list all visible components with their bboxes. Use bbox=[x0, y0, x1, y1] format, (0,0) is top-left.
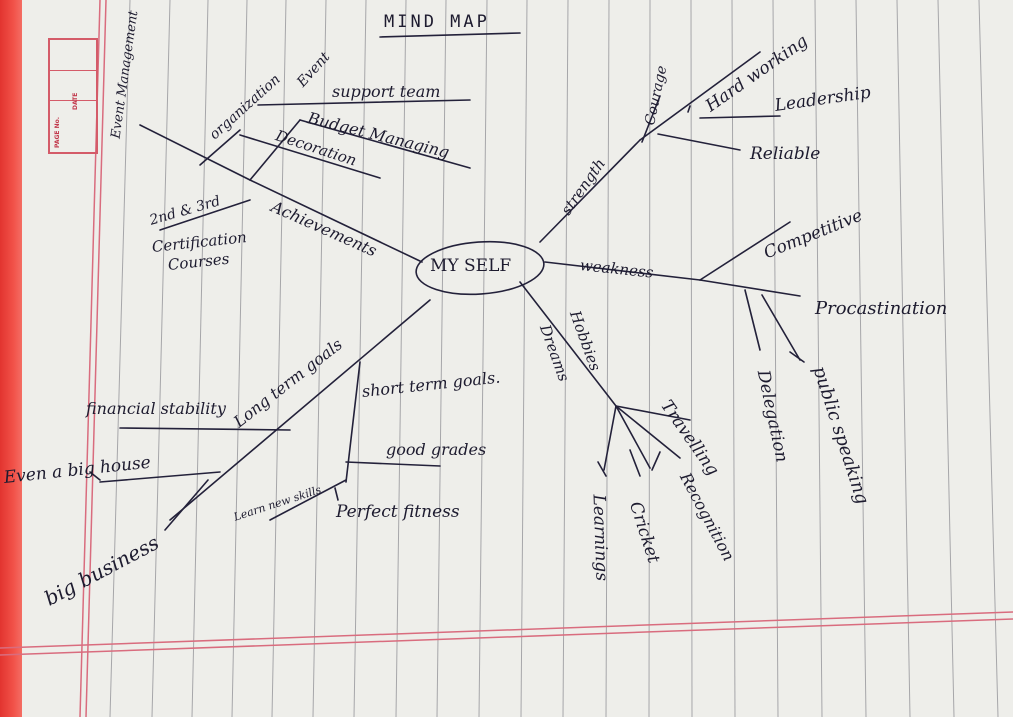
good-grades-label: good grades bbox=[386, 440, 487, 459]
center-node: MY SELF bbox=[430, 256, 512, 276]
learnings-label: Learnings bbox=[588, 494, 612, 582]
financial-stability-label: financial stability bbox=[86, 399, 226, 418]
page-number-label: PAGE No. bbox=[54, 116, 61, 148]
reliable-label: Reliable bbox=[750, 144, 821, 164]
date-label: DATE bbox=[72, 92, 79, 110]
procastination-label: Procastination bbox=[815, 298, 948, 319]
connector-strokes bbox=[89, 32, 805, 531]
page-title: MIND MAP bbox=[384, 12, 490, 32]
page-date-box: PAGE No. DATE bbox=[48, 38, 98, 154]
perfect-fitness-label: Perfect fitness bbox=[336, 502, 460, 522]
support-team-label: support team bbox=[332, 82, 441, 101]
red-background-edge bbox=[0, 0, 22, 717]
